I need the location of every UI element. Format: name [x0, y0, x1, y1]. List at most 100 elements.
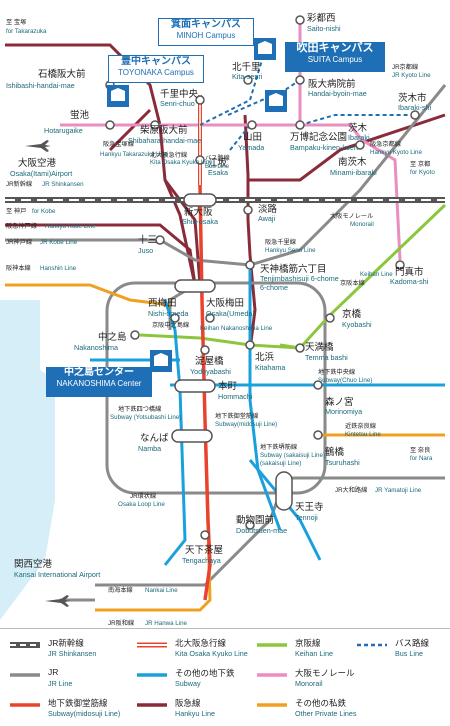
station-morinomiya-en: Morinomiya — [325, 407, 362, 416]
label-loop-en: Osaka Loop Line — [118, 501, 165, 508]
label-hankyu-takarazuka-en: Hankyu Takarazuka Line — [100, 151, 168, 158]
label-chuo-en: Subway(Chuo Line) — [318, 377, 372, 384]
station-ishibashi-en: Ishibashi-handai-mae — [6, 81, 75, 90]
legend-swatch — [257, 673, 287, 677]
label-hankyu-senri-jp: 阪急千里線 — [265, 238, 296, 246]
private-lines — [5, 283, 445, 612]
station-hommachi-en: Hommachi — [218, 392, 253, 401]
label-nankai-jp: 南海本線 — [108, 586, 133, 594]
station-kyobashi-jp: 京橋 — [342, 308, 362, 320]
legend-label-en: Other Private Lines — [295, 709, 357, 718]
station-hommachi-jp: 本町 — [218, 380, 238, 392]
legend-label-en: Keihan Line — [295, 649, 333, 658]
campus-toyonaka-jp: 豊中キャンパス — [121, 56, 191, 67]
label-keihan-nakanoshima-jp: 京阪中之島線 — [152, 321, 189, 329]
legend-swatch — [10, 673, 40, 677]
station-morinomiya-jp: 森ノ宮 — [325, 396, 354, 408]
label-for-takarazuka-en: for Takarazuka — [6, 28, 47, 35]
campus-icon-minoh — [254, 38, 276, 60]
legend-label-jp: バス路線 — [395, 638, 430, 648]
legend-label-en: JR Line — [48, 679, 73, 688]
label-midosuji-jp: 地下鉄御堂筋線 — [215, 412, 258, 420]
station-saito-nishi-jp: 彩都西 — [307, 13, 336, 24]
station-dobutsuen-jp: 動物園前 — [236, 514, 274, 526]
legend-swatch — [137, 703, 167, 707]
legend-label-jp: その他の私鉄 — [295, 698, 347, 708]
station-juso-jp: 十三 — [138, 234, 157, 246]
label-yotsubashi-en: Subway (Yotsubashi Line) — [110, 414, 181, 421]
label-kita-osaka-jp: 北大阪急行線 — [150, 151, 187, 159]
station-ibaraki-shi-en: Ibaraki-shi — [398, 103, 432, 112]
legend-swatch — [257, 703, 287, 707]
station-temmabashi-jp: 天満橋 — [305, 341, 334, 353]
station-senri-chuo-en: Senri-chuo — [160, 99, 195, 108]
label-hanwa-jp: JR阪和線 — [108, 619, 134, 627]
label-hankyu-kyoto-en: Hankyu Kyoto Line — [370, 149, 422, 156]
station-hubs — [171, 193, 293, 511]
campus-label-minoh[interactable]: 箕面キャンパス MINOH Campus — [158, 18, 254, 46]
label-nankai-en: Nankai Line — [145, 587, 178, 594]
station-nakanoshima-en: Nakanoshima — [74, 343, 118, 352]
campus-toyonaka-en: TOYONAKA Campus — [118, 67, 194, 77]
legend-swatch — [257, 643, 287, 647]
station-esaka-en: Esaka — [208, 168, 228, 177]
station-nishi-umeda-en: Nishi-umeda — [148, 309, 188, 318]
legend-label-jp: JR新幹線 — [48, 638, 84, 648]
line-labels: 至 宝塚 for Takarazuka JR京都線 JR Kyoto Line … — [6, 18, 435, 627]
label-for-takarazuka-jp: 至 宝塚 — [6, 18, 26, 26]
label-hankyu-kyoto-jp: 阪急京都線 — [370, 140, 401, 148]
airplane-icon-itami — [25, 140, 51, 152]
label-hanwa-en: JR Hanwa Line — [145, 620, 188, 627]
label-hankyu-takarazuka-jp: 阪急宝塚線 — [103, 140, 134, 148]
label-for-kobe-en: for Kobe — [32, 208, 56, 215]
station-ibaraki-shi-jp: 茨木市 — [398, 92, 427, 104]
legend-label-en: Hankyu Line — [175, 709, 215, 718]
station-hotarugaike-en: Hotarugaike — [44, 126, 83, 135]
station-esaka-jp: 江坂 — [208, 158, 228, 169]
legend-swatch — [10, 703, 40, 707]
station-juso-en: Juso — [138, 246, 153, 255]
station-tennoji-en: Tennoji — [295, 513, 318, 522]
station-kansai-en: Kansai International Airport — [14, 570, 100, 579]
label-keihan-main-jp: 京阪本線 — [340, 279, 365, 287]
label-hankyu-kobe-jp: 阪急神戸線 — [6, 222, 37, 230]
station-hotarugaike-jp: 蛍池 — [70, 109, 90, 121]
station-yodoyabashi-en: Yodoyabashi — [190, 367, 231, 376]
station-tsuruhashi-en: Tsuruhashi — [325, 458, 360, 467]
station-yamada-en: Yamada — [238, 143, 264, 152]
label-yotsubashi-jp: 地下鉄四つ橋線 — [118, 405, 161, 413]
station-minami-ibaraki-jp: 南茨木 — [338, 156, 367, 168]
campus-label-nakanoshima[interactable]: 中之島センター NAKANOSHIMA Center — [46, 367, 152, 397]
station-labels: 彩都西 Saito-nishi 北千里 Kita-senri 阪大病院前 Han… — [6, 13, 432, 579]
label-jr-kyoto-en: JR Kyoto Line — [392, 72, 431, 79]
station-handai-byoin-mae-en: Handai-byoin-mae — [308, 89, 367, 98]
airplane-icon-kansai — [45, 595, 71, 607]
station-tengachaya-en: Tengachaya — [182, 556, 221, 565]
legend-label-jp: 地下鉄御堂筋線 — [48, 698, 108, 708]
station-shin-osaka-en: Shin-osaka — [182, 217, 218, 226]
label-sakaisuji-jp: 地下鉄堺筋線 — [260, 443, 297, 451]
station-nakanoshima-jp: 中之島 — [98, 331, 127, 343]
campus-nakanoshima-jp: 中之島センター — [64, 367, 134, 378]
label-jr-kyoto-jp: JR京都線 — [392, 63, 418, 71]
label-bus-jp: バス路線 — [205, 154, 230, 162]
campus-label-toyonaka[interactable]: 豊中キャンパス TOYONAKA Campus — [108, 55, 204, 83]
station-itami-jp: 大阪空港 — [18, 157, 57, 169]
station-saito-nishi-en: Saito-nishi — [307, 24, 341, 33]
campus-label-suita[interactable]: 吹田キャンパス SUITA Campus — [285, 42, 385, 72]
station-tsuruhashi-jp: 鶴橋 — [325, 446, 345, 458]
station-namba-jp: なんば — [140, 433, 169, 444]
label-keihan-nakanoshima-en: Keihan Nakanoshima Line — [200, 325, 273, 332]
label-chuo-jp: 地下鉄中央線 — [318, 368, 355, 376]
station-kitahama-en: Kitahama — [255, 363, 285, 372]
label-shinkansen-jp: JR新幹線 — [6, 180, 32, 188]
station-kadoma-jp: 門真市 — [395, 266, 424, 278]
label-loop-jp: JR環状線 — [130, 492, 156, 500]
station-tenroku-en: Tenjimbashisuji 6-chome — [260, 274, 339, 283]
campus-icon-suita — [265, 90, 287, 112]
